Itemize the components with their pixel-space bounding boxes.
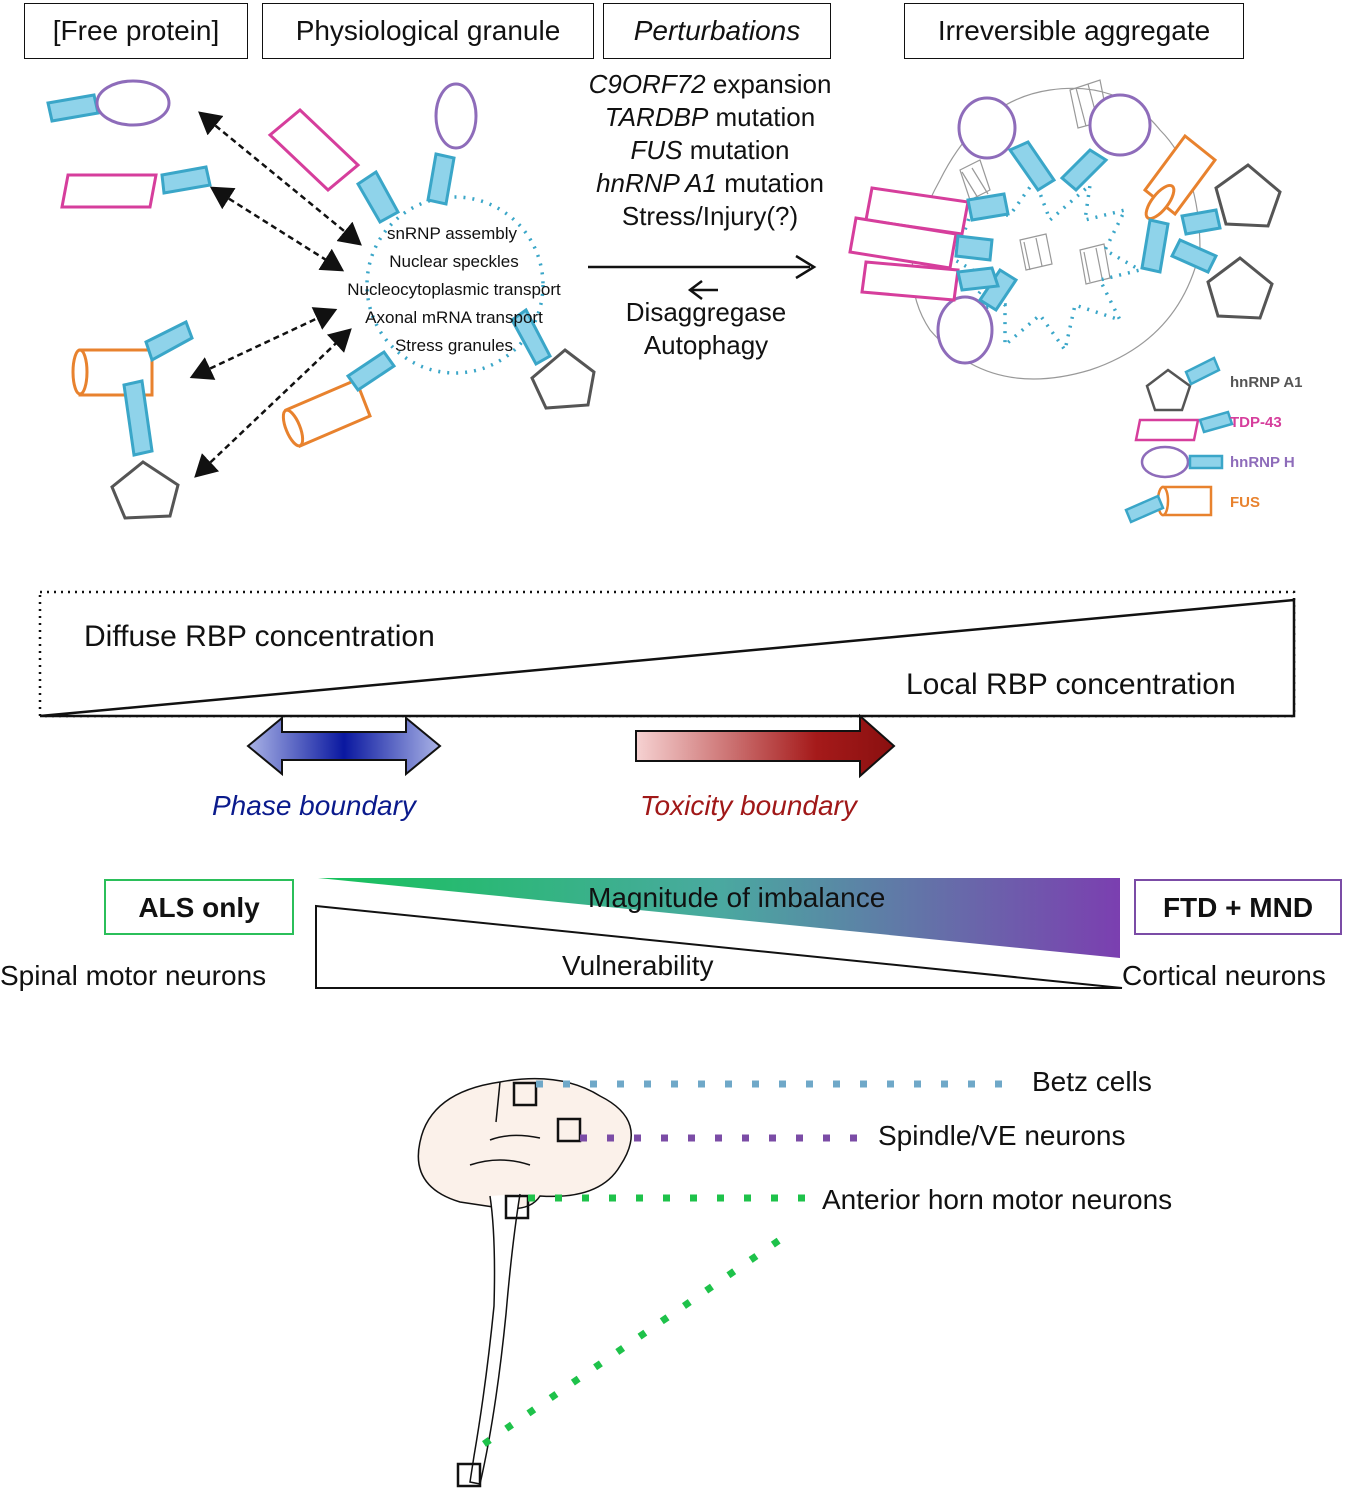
toxicity-boundary-arrow bbox=[635, 713, 896, 779]
aggregate-hnrnpa1-2 bbox=[1169, 238, 1274, 320]
ftd-mnd-box: FTD + MND bbox=[1134, 879, 1342, 935]
free-hnrnph-protein bbox=[46, 79, 171, 127]
perturbation-type: mutation bbox=[682, 135, 790, 165]
granule-hnrnph-protein bbox=[426, 82, 478, 206]
gene-name: C9ORF72 bbox=[588, 69, 706, 99]
header-physiological-granule: Physiological granule bbox=[262, 3, 594, 59]
header-free-protein: [Free protein] bbox=[24, 3, 248, 59]
spinal-region-marker bbox=[456, 1462, 482, 1488]
perturbation-item: C9ORF72 expansion bbox=[560, 68, 860, 101]
process-item: snRNP assembly bbox=[386, 224, 518, 243]
process-item: Stress granules bbox=[394, 336, 514, 355]
perturbation-item: TARDBP mutation bbox=[560, 101, 860, 134]
aggregate-hnrnpa1-1 bbox=[1180, 163, 1282, 236]
perturbation-item: Stress/Injury(?) bbox=[560, 200, 860, 233]
toxicity-boundary-label: Toxicity boundary bbox=[640, 790, 857, 821]
betz-cells-label: Betz cells bbox=[1032, 1066, 1152, 1097]
disaggregase-label: Disaggregase bbox=[625, 297, 787, 327]
spindle-neurons-label: Spindle/VE neurons bbox=[878, 1120, 1126, 1151]
free-hnrnpa1-protein bbox=[110, 379, 180, 520]
legend-hnrnph-label: hnRNP H bbox=[1230, 454, 1295, 471]
gene-name: FUS bbox=[630, 135, 683, 165]
cylinder-icon bbox=[1124, 485, 1213, 524]
legend-fus-label: FUS bbox=[1230, 494, 1260, 511]
vulnerability-label: Vulnerability bbox=[562, 950, 714, 981]
cortical-neurons-label: Cortical neurons bbox=[1122, 960, 1326, 991]
header-perturbations-label: Perturbations bbox=[633, 15, 801, 46]
header-aggregate-label: Irreversible aggregate bbox=[937, 15, 1211, 46]
aggregate-fus bbox=[1140, 133, 1218, 274]
granule-tdp43-protein bbox=[267, 107, 401, 225]
header-irreversible-aggregate: Irreversible aggregate bbox=[904, 3, 1244, 59]
local-concentration-wedge bbox=[39, 598, 1296, 718]
brainstem-region-marker bbox=[504, 1194, 530, 1220]
perturbation-type: expansion bbox=[705, 69, 832, 99]
granule-fus-protein bbox=[281, 349, 397, 448]
als-only-box: ALS only bbox=[104, 879, 294, 935]
process-item: Nuclear speckles bbox=[389, 252, 519, 271]
reversal-mechanisms: Disaggregase Autophagy bbox=[596, 296, 816, 362]
perturbation-item: FUS mutation bbox=[560, 134, 860, 167]
perturbation-list: C9ORF72 expansion TARDBP mutation FUS mu… bbox=[560, 68, 860, 233]
spinal-leader-line bbox=[482, 1227, 796, 1447]
betz-region-marker bbox=[512, 1081, 538, 1107]
process-item: Axonal mRNA transport bbox=[365, 308, 543, 327]
legend-hnrnpa1-label: hnRNP A1 bbox=[1230, 374, 1303, 391]
gene-name: TARDBP bbox=[604, 102, 709, 132]
granule-process-list: snRNP assembly Nuclear speckles Nucleocy… bbox=[324, 224, 584, 364]
perturbation-type: Stress/Injury(?) bbox=[621, 201, 799, 231]
header-free-protein-label: [Free protein] bbox=[52, 15, 220, 46]
header-granule-label: Physiological granule bbox=[295, 15, 561, 46]
imbalance-wedge bbox=[318, 878, 1120, 958]
free-tdp43-protein bbox=[60, 165, 212, 209]
perturbation-item: hnRNP A1 mutation bbox=[560, 167, 860, 200]
spinal-motor-neurons-label: Spinal motor neurons bbox=[0, 960, 267, 991]
imbalance-label: Magnitude of imbalance bbox=[588, 882, 886, 913]
local-concentration-label: Local RBP concentration bbox=[906, 668, 1236, 701]
spindle-region-marker bbox=[556, 1117, 582, 1143]
parallelogram-icon bbox=[1134, 410, 1234, 442]
vulnerability-wedge bbox=[315, 904, 1123, 989]
brain-outline bbox=[417, 1077, 632, 1485]
aggregate-hnrnph-1 bbox=[957, 96, 1057, 193]
gene-name: hnRNP A1 bbox=[596, 168, 717, 198]
header-perturbations: Perturbations bbox=[603, 3, 831, 59]
phase-boundary-label: Phase boundary bbox=[212, 790, 416, 821]
reverse-arrow-head bbox=[687, 280, 703, 300]
anterior-horn-label: Anterior horn motor neurons bbox=[822, 1184, 1173, 1215]
diffuse-concentration-label: Diffuse RBP concentration bbox=[84, 620, 435, 653]
oval-icon bbox=[1140, 445, 1224, 479]
autophagy-label: Autophagy bbox=[643, 330, 769, 360]
forward-arrow-head bbox=[795, 254, 817, 280]
ftd-mnd-label: FTD + MND bbox=[1162, 892, 1314, 923]
legend-tdp43-label: TDP-43 bbox=[1230, 414, 1282, 431]
pentagon-icon bbox=[1145, 356, 1221, 412]
aggregate-tdp43-group bbox=[848, 186, 1010, 302]
process-item: Nucleocytoplasmic transport bbox=[347, 280, 561, 299]
phase-boundary-arrow bbox=[246, 715, 442, 777]
granule-boundary bbox=[365, 195, 545, 375]
aggregate-hnrnph-2 bbox=[1059, 93, 1152, 193]
als-only-label: ALS only bbox=[138, 892, 260, 923]
perturbation-type: mutation bbox=[716, 168, 824, 198]
perturbation-type: mutation bbox=[708, 102, 816, 132]
granule-hnrnpa1-protein bbox=[510, 307, 596, 410]
exchange-arrows bbox=[189, 111, 362, 478]
